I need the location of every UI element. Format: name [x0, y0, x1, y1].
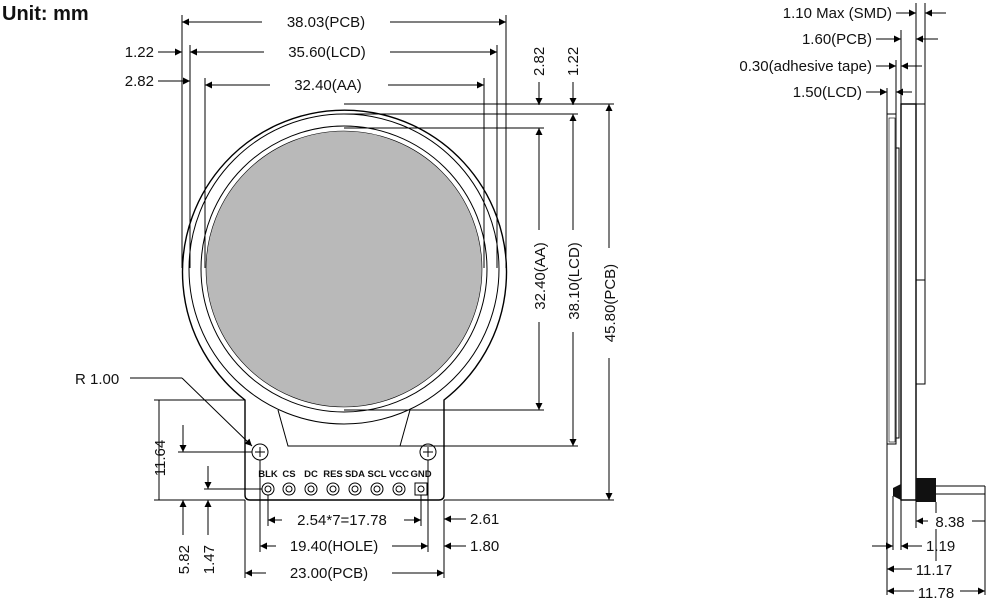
- dim-lcd-width: 35.60(LCD): [288, 44, 366, 61]
- pin-label: CS: [282, 469, 295, 480]
- active-area: [205, 130, 483, 408]
- side-view: [886, 103, 986, 502]
- dim-lcd-thickness: 1.50(LCD): [793, 84, 862, 101]
- pin-label: DC: [304, 469, 318, 480]
- header-pins: [261, 482, 428, 496]
- mounting-hole-left: [251, 443, 269, 461]
- dim-hole-offset: 5.82: [176, 545, 193, 574]
- dim-pin-pitch: 2.54*7=17.78: [297, 512, 387, 529]
- pin-label: SCL: [368, 469, 387, 480]
- dim-right-aa-offset: 2.82: [531, 47, 548, 76]
- dim-depth-b: 11.78: [918, 585, 954, 601]
- dim-aa-height: 32.40(AA): [532, 242, 549, 310]
- dim-right-pin-margin: 2.61: [470, 511, 499, 528]
- side-dimensions: 1.10 Max (SMD) 1.60(PCB) 0.30(adhesive t…: [739, 3, 986, 601]
- dim-right-lcd-offset: 1.22: [565, 47, 582, 76]
- dim-right-hole-margin: 1.80: [470, 538, 499, 555]
- pin-label: SDA: [345, 469, 365, 480]
- header-body: [916, 478, 936, 502]
- dim-hole-span: 19.40(HOLE): [290, 538, 378, 555]
- dim-tab-height: 11.64: [152, 440, 169, 476]
- pin-label: VCC: [389, 469, 409, 480]
- dim-depth-a: 11.17: [916, 562, 952, 579]
- lcd-bezel: [200, 125, 488, 413]
- unit-label: Unit: mm: [2, 3, 89, 25]
- pcb-outline: [181, 109, 508, 501]
- dim-pin-thickness: 1.19: [926, 538, 955, 555]
- pin-label: BLK: [258, 469, 278, 480]
- dim-left-lcd-offset: 1.22: [125, 44, 154, 61]
- pin-label: RES: [323, 469, 343, 480]
- dim-lcd-height: 38.10(LCD): [566, 242, 583, 320]
- pin-label: GND: [410, 469, 431, 480]
- dim-corner-radius: R 1.00: [75, 371, 119, 388]
- dim-pin-offset: 1.47: [201, 545, 218, 574]
- dim-tab-width: 23.00(PCB): [290, 565, 368, 582]
- dim-pcb-height: 45.80(PCB): [602, 264, 619, 342]
- dim-left-aa-offset: 2.82: [125, 73, 154, 90]
- dim-pcb-thickness: 1.60(PCB): [802, 31, 872, 48]
- dim-pcb-width: 38.03(PCB): [287, 14, 365, 31]
- front-dimensions: 38.03(PCB) 35.60(LCD) 32.40(AA) 1.22 2.8…: [75, 14, 619, 582]
- dim-aa-width: 32.40(AA): [294, 77, 362, 94]
- dim-adhesive: 0.30(adhesive tape): [739, 58, 872, 75]
- flex-connector: [277, 409, 411, 447]
- dim-smd-max: 1.10 Max (SMD): [783, 5, 892, 22]
- dim-header-length: 8.38: [935, 514, 964, 531]
- front-view: BLK CS DC RES SDA SCL VCC GND: [181, 109, 508, 501]
